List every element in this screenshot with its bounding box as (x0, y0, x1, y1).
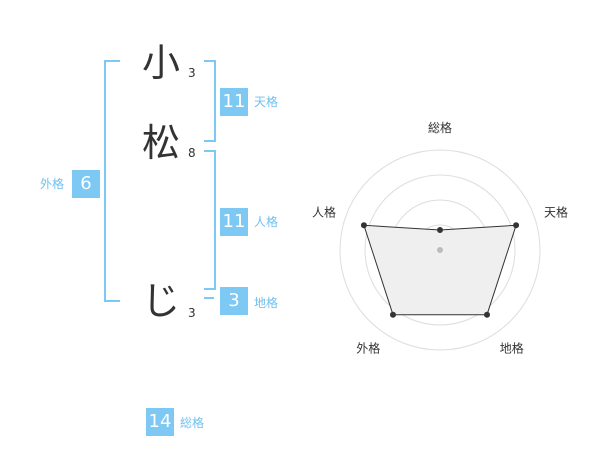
radar-axis-label: 外格 (356, 341, 380, 356)
radar-point (360, 222, 367, 229)
radar-axis-label: 地格 (500, 341, 524, 356)
gaikaku-label: 外格 (40, 177, 65, 191)
chikaku-bracket (204, 297, 214, 299)
jinkaku-bracket (204, 150, 216, 290)
tenkaku-value: 11 (220, 88, 248, 116)
soukaku-value: 14 (146, 408, 174, 436)
chikaku-label: 地格 (254, 296, 279, 310)
radar-center-dot (437, 247, 443, 253)
gaikaku-bracket (104, 60, 120, 302)
radar-point (389, 311, 396, 318)
stroke-count-1: 3 (188, 66, 196, 80)
radar-ring (339, 149, 541, 351)
tenkaku-bracket (204, 60, 216, 142)
stroke-count-3: 3 (188, 306, 196, 320)
name-char-2: 松 (142, 121, 181, 165)
stroke-count-2: 8 (188, 146, 196, 160)
radar-point (513, 222, 520, 229)
radar-axis-label: 天格 (544, 204, 568, 219)
radar-axis-label: 人格 (312, 204, 336, 219)
soukaku-label: 総格 (180, 416, 205, 430)
tenkaku-label: 天格 (254, 95, 279, 109)
radar-point (437, 227, 443, 233)
radar-ring (364, 174, 516, 326)
name-char-3: じ (142, 279, 181, 323)
radar-polygon (363, 224, 517, 316)
radar-axis-label: 総格 (428, 120, 452, 135)
name-char-1: 小 (142, 41, 181, 85)
jinkaku-value: 11 (220, 208, 248, 236)
chikaku-value: 3 (220, 287, 248, 315)
gaikaku-value: 6 (72, 170, 100, 198)
radar-point (484, 311, 491, 318)
jinkaku-label: 人格 (254, 215, 279, 229)
